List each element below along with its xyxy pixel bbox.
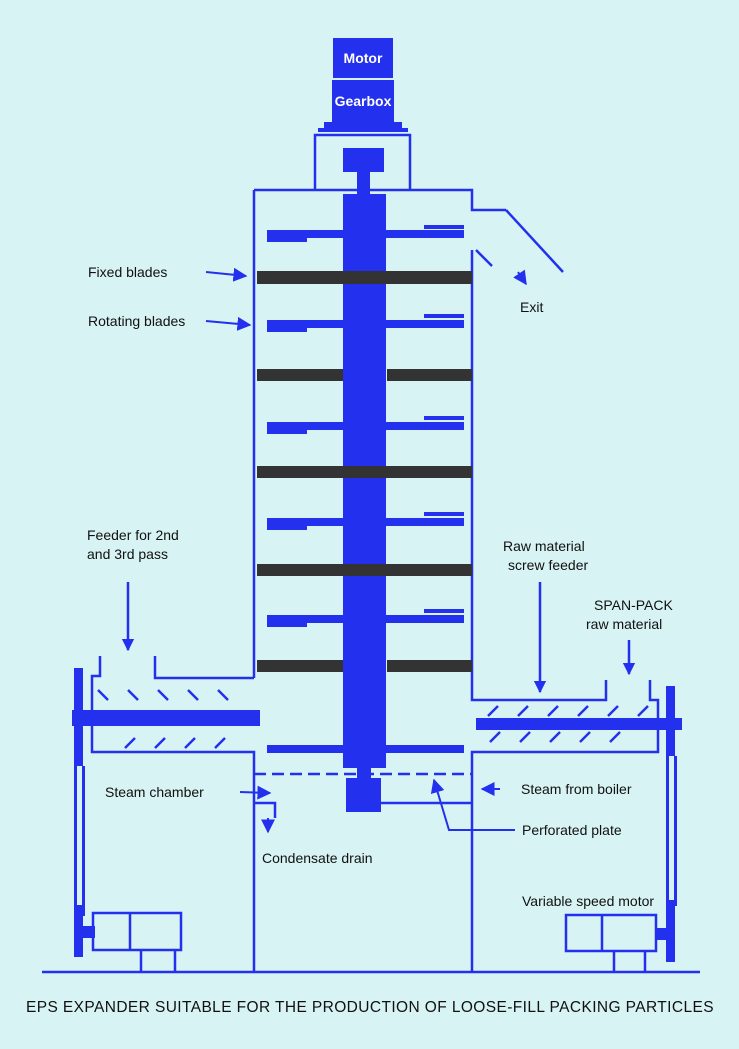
- shaft-bearing: [346, 778, 381, 812]
- span-pack-label-line2: raw material: [586, 616, 662, 632]
- rotating-blade: [386, 518, 464, 526]
- rotor-shaft: [343, 194, 386, 768]
- fixed-blade: [257, 660, 343, 672]
- exit-label: Exit: [520, 299, 543, 315]
- exit-chute-lower: [475, 249, 493, 267]
- left-feeder-housing: [90, 656, 256, 972]
- right-motor-stand: [612, 951, 647, 972]
- fixed-blade: [257, 564, 472, 576]
- rotating-blade: [424, 609, 464, 613]
- steam-chamber-floor: [254, 801, 472, 818]
- exit-chute: [505, 209, 564, 273]
- feeder-label-line1: Feeder for 2nd: [87, 527, 179, 543]
- rotating-blade: [267, 615, 343, 623]
- right-belt-outer: [666, 756, 669, 906]
- variable-speed-motor-label: Variable speed motor: [522, 893, 654, 909]
- right-pulley-top: [666, 686, 675, 756]
- rotating-blade: [424, 416, 464, 420]
- exit-arrow: [513, 269, 527, 286]
- coupling-block: [343, 148, 384, 172]
- gearbox-base-plate: [324, 122, 402, 130]
- rotating-blade: [267, 526, 307, 530]
- rotating-blade: [267, 320, 343, 328]
- left-drive-motor: [91, 911, 183, 952]
- left-belt-inner: [82, 766, 85, 916]
- left-screw-flights: [97, 689, 229, 749]
- variable-speed-motor-box: [564, 913, 658, 953]
- rotating-blade: [424, 225, 464, 229]
- motor-gearbox-assembly: Motor Gearbox: [313, 38, 412, 194]
- perforated-plate-label: Perforated plate: [522, 822, 622, 838]
- fixed-blade: [257, 271, 472, 284]
- fixed-blades-arrow: [205, 267, 248, 282]
- steam-chamber-label: Steam chamber: [105, 784, 204, 800]
- rotating-blade: [386, 230, 464, 238]
- rotating-blade: [386, 320, 464, 328]
- right-belt-inner: [674, 756, 677, 906]
- gearbox-label: Gearbox: [335, 93, 392, 109]
- right-screw-flights: [487, 705, 649, 743]
- coupling-shaft: [357, 172, 370, 194]
- pointer-arrows: [121, 267, 636, 834]
- raw-feeder-label-line1: Raw material: [503, 538, 585, 554]
- right-feeder: [470, 680, 682, 972]
- rotating-blade: [267, 518, 343, 526]
- rotating-blades-label: Rotating blades: [88, 313, 185, 329]
- rotating-blade: [267, 328, 307, 332]
- rotating-blade: [386, 422, 464, 430]
- left-feeder-hopper: [153, 656, 254, 680]
- right-screw-shaft: [476, 718, 682, 730]
- gearbox-box: [332, 80, 394, 122]
- column-top-wall: [254, 188, 506, 212]
- labels: Fixed blades Rotating blades Exit Feeder…: [87, 264, 673, 909]
- fixed-blades: [257, 271, 472, 672]
- fixed-blade: [387, 660, 472, 672]
- left-motor-stand: [139, 950, 177, 972]
- fixed-blade: [387, 369, 472, 381]
- rotating-blade: [267, 422, 343, 430]
- motor-label: Motor: [344, 50, 383, 66]
- fixed-blade: [257, 369, 343, 381]
- feeder-label-line2: and 3rd pass: [87, 546, 168, 562]
- right-pulley-bottom: [666, 900, 675, 962]
- rotating-blade: [386, 745, 464, 753]
- rotating-blades: [267, 225, 464, 753]
- rotating-blade: [424, 314, 464, 318]
- diagram-caption: EPS EXPANDER SUITABLE FOR THE PRODUCTION…: [26, 999, 714, 1016]
- right-motor-shaft: [655, 928, 667, 940]
- rotating-blade: [267, 745, 343, 753]
- rotating-blade: [267, 238, 307, 242]
- rotating-blade: [424, 512, 464, 516]
- left-belt-outer: [74, 766, 77, 916]
- fixed-blades-label: Fixed blades: [88, 264, 167, 280]
- rotating-blades-arrow: [205, 316, 252, 331]
- drive-housing: [313, 133, 412, 190]
- steam-chamber-arrow: [239, 785, 272, 800]
- rotating-blade: [267, 430, 307, 434]
- span-pack-label-line1: SPAN-PACK: [594, 597, 673, 613]
- left-pulley-top: [74, 668, 83, 766]
- condensate-drain-label: Condensate drain: [262, 850, 373, 866]
- steam-from-boiler-label: Steam from boiler: [521, 781, 632, 797]
- left-pulley-bottom: [74, 905, 83, 957]
- rotating-blade: [267, 230, 343, 238]
- motor-box: [333, 38, 393, 78]
- fixed-blade: [257, 466, 472, 478]
- rotating-blade: [386, 615, 464, 623]
- raw-feeder-label-line2: screw feeder: [508, 557, 588, 573]
- perforated-plate-arrow: [430, 778, 515, 831]
- gearbox-flange: [318, 128, 408, 132]
- left-feeder: [72, 656, 260, 972]
- left-screw-shaft: [72, 710, 260, 726]
- rotating-blade: [267, 623, 307, 627]
- steam-section: [254, 772, 472, 818]
